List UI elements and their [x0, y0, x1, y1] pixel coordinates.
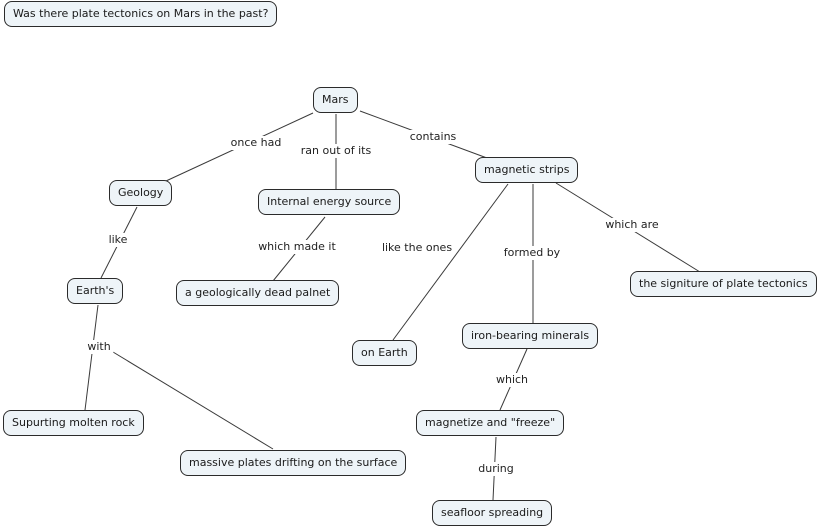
link-label-magnetize-seafloor[interactable]: during	[475, 462, 517, 476]
concept-node-earths[interactable]: Earth's	[67, 278, 124, 304]
link-label-mars-internal-energy[interactable]: ran out of its	[297, 144, 375, 158]
concept-node-magnetic-strips[interactable]: magnetic strips	[475, 157, 579, 183]
link-label-magnetic-strips-on-earth[interactable]: like the ones	[378, 241, 456, 255]
link-line-with-massive-plates	[112, 351, 274, 450]
link-label-geology-earths[interactable]: like	[105, 233, 131, 247]
concept-node-supporting-molten-rock[interactable]: Supurting molten rock	[3, 410, 144, 436]
concept-node-geologically-dead-planet[interactable]: a geologically dead palnet	[176, 280, 340, 306]
concept-node-seafloor-spreading[interactable]: seafloor spreading	[432, 500, 553, 526]
concept-node-on-earth[interactable]: on Earth	[352, 340, 417, 366]
link-label-internal-energy-dead-planet[interactable]: which made it	[255, 240, 339, 254]
link-line-magnetic-strips-on-earth	[392, 183, 509, 341]
link-label-iron-bearing-magnetize[interactable]: which	[492, 373, 532, 387]
link-label-mars-geology[interactable]: once had	[227, 136, 285, 150]
concept-node-magnetize-freeze[interactable]: magnetize and "freeze"	[416, 410, 565, 436]
link-label-mars-magnetic-strips[interactable]: contains	[406, 130, 460, 144]
concept-node-plate-tectonics-signature[interactable]: the signiture of plate tectonics	[630, 271, 817, 297]
concept-node-massive-plates[interactable]: massive plates drifting on the surface	[180, 450, 407, 476]
concept-node-iron-bearing-minerals[interactable]: iron-bearing minerals	[462, 323, 599, 349]
concept-node-internal-energy-source[interactable]: Internal energy source	[258, 189, 401, 215]
link-label-magnetic-strips-iron-bearing[interactable]: formed by	[500, 246, 564, 260]
link-label-earths-molten-rock[interactable]: with	[84, 340, 114, 354]
link-line-earths-molten-rock	[84, 304, 99, 411]
link-label-magnetic-strips-signature[interactable]: which are	[602, 218, 662, 232]
concept-node-geology[interactable]: Geology	[109, 180, 173, 206]
concept-node-mars[interactable]: Mars	[313, 87, 358, 113]
concept-node-question[interactable]: Was there plate tectonics on Mars in the…	[4, 1, 278, 27]
